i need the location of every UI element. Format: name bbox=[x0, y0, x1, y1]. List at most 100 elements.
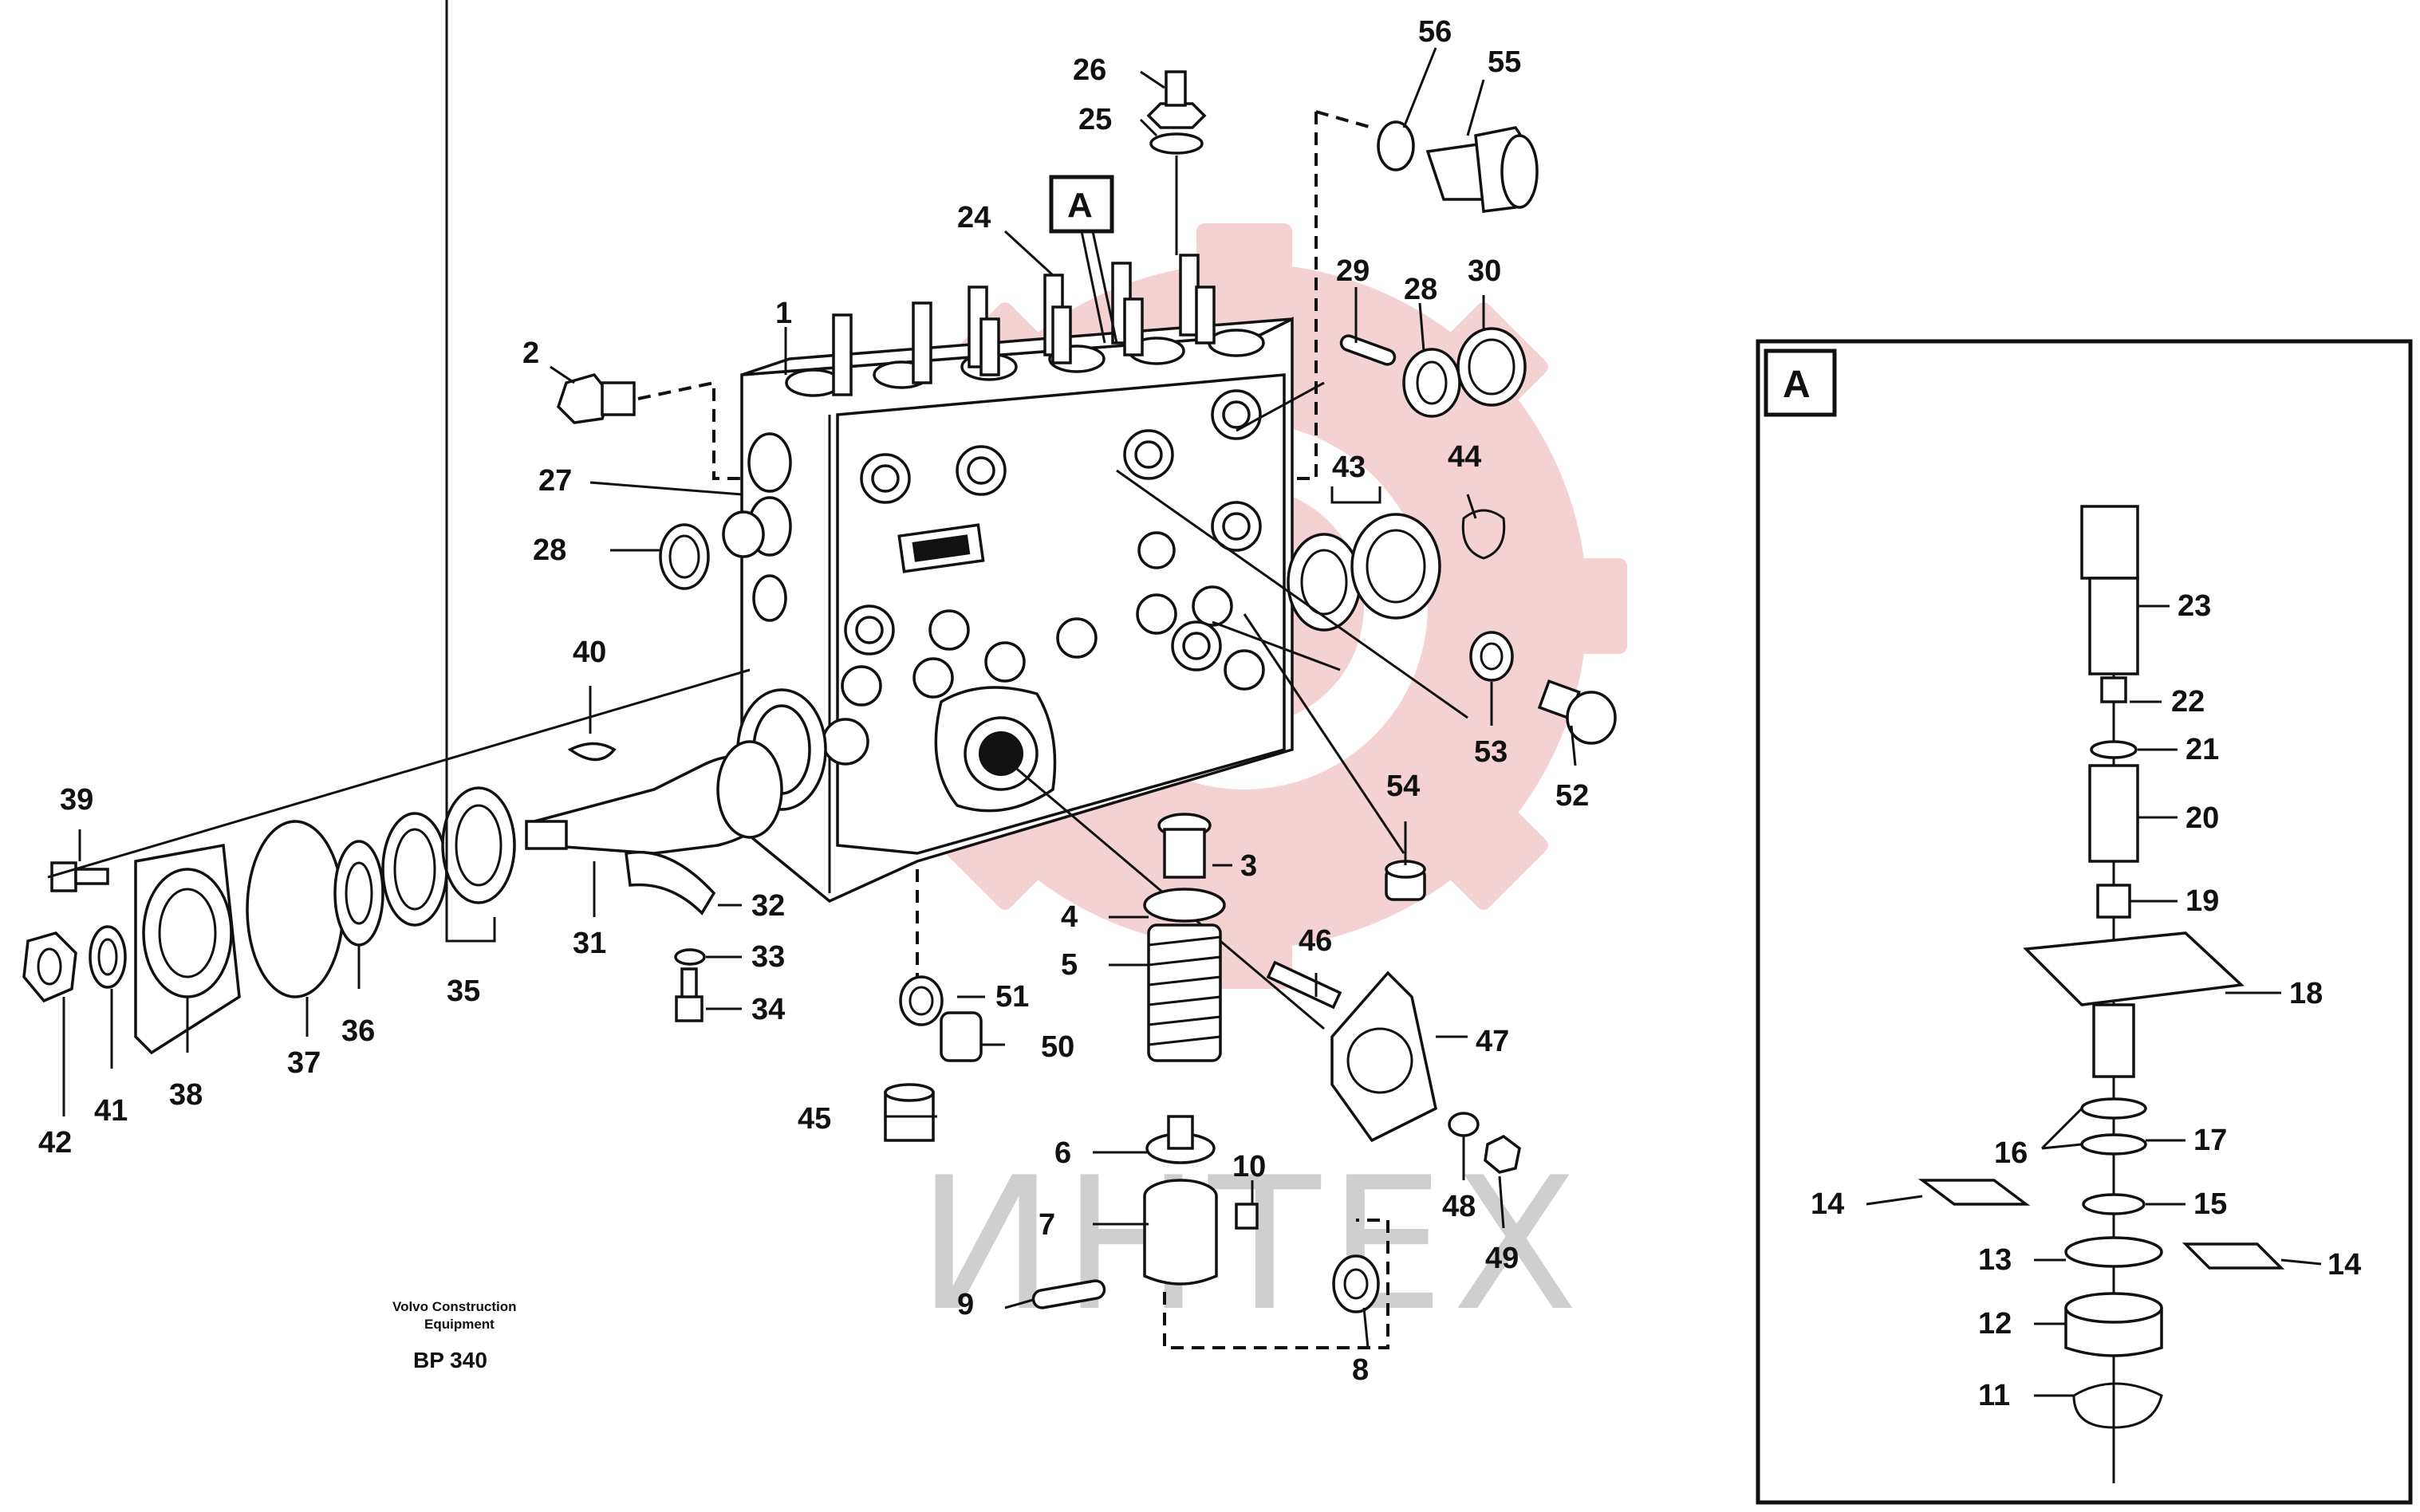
part-47-gasket bbox=[1330, 971, 1437, 1143]
callout-33: 33 bbox=[751, 940, 785, 974]
callout-46: 46 bbox=[1299, 924, 1332, 958]
callout-53: 53 bbox=[1474, 735, 1508, 769]
part-3-tappet-guide bbox=[1157, 813, 1212, 879]
part-35-bearing bbox=[381, 786, 516, 927]
part-50-plug bbox=[940, 1011, 983, 1062]
part-5-spring bbox=[1147, 923, 1222, 1062]
callout-26: 26 bbox=[1073, 53, 1106, 87]
part-6-lower-seat bbox=[1145, 1115, 1216, 1164]
callout-49: 49 bbox=[1485, 1242, 1519, 1275]
callout-6: 6 bbox=[1054, 1136, 1071, 1170]
assembly-link-8 bbox=[1163, 1219, 1389, 1349]
callout-36: 36 bbox=[341, 1014, 375, 1048]
callout-40: 40 bbox=[573, 636, 606, 669]
part-44-clip bbox=[1461, 509, 1506, 560]
callouts: 1 2 3 4 5 6 7 8 9 10 11 12 13 14 14 15 1… bbox=[38, 15, 2361, 1412]
part-7-roller-tappet bbox=[1143, 1179, 1218, 1286]
part-45-sleeve bbox=[884, 1083, 935, 1142]
callout-8: 8 bbox=[1352, 1353, 1369, 1387]
callout-17: 17 bbox=[2193, 1124, 2227, 1157]
callout-48: 48 bbox=[1442, 1190, 1476, 1223]
part-55-connector bbox=[1425, 126, 1539, 213]
callout-47: 47 bbox=[1476, 1025, 1509, 1058]
callout-29: 29 bbox=[1336, 254, 1370, 288]
callout-56: 56 bbox=[1418, 15, 1452, 49]
caption-block: Volvo Construction Equipment BP 340 bbox=[392, 1299, 517, 1372]
part-4-spring-seat bbox=[1143, 888, 1226, 923]
callout-55: 55 bbox=[1488, 45, 1521, 79]
pump-housing bbox=[736, 254, 1294, 904]
leader-lines bbox=[62, 0, 2322, 1397]
part-52-bolt bbox=[1537, 679, 1617, 745]
assembly-link-top bbox=[1292, 112, 1318, 480]
callout-2: 2 bbox=[522, 337, 539, 370]
callout-37: 37 bbox=[287, 1046, 321, 1080]
callout-25: 25 bbox=[1078, 103, 1112, 136]
callout-52: 52 bbox=[1555, 779, 1589, 813]
part-32-segment bbox=[625, 850, 716, 915]
callout-30: 30 bbox=[1468, 254, 1501, 288]
callout-51: 51 bbox=[995, 980, 1029, 1014]
part-34-screw bbox=[675, 967, 704, 1022]
callout-43: 43 bbox=[1332, 451, 1366, 484]
callout-38: 38 bbox=[169, 1078, 203, 1112]
callout-31: 31 bbox=[573, 927, 606, 960]
callout-12: 12 bbox=[1978, 1307, 2012, 1341]
part-51-ring bbox=[899, 975, 944, 1026]
callout-14a: 14 bbox=[1811, 1187, 1844, 1221]
part-46-bolt bbox=[1266, 960, 1342, 1010]
part-42-nut bbox=[22, 931, 77, 1003]
callout-24: 24 bbox=[957, 201, 991, 234]
callout-21: 21 bbox=[2185, 733, 2219, 766]
part-31-camshaft bbox=[525, 740, 783, 855]
part-8-roller bbox=[1332, 1254, 1380, 1313]
detail-a-label: A bbox=[1783, 364, 1811, 406]
callout-32: 32 bbox=[751, 889, 785, 923]
callout-50: 50 bbox=[1041, 1030, 1074, 1064]
part-43-bearing bbox=[1287, 513, 1441, 632]
part-29-pin bbox=[1339, 334, 1397, 366]
callout-4: 4 bbox=[1061, 900, 1078, 934]
detail-marker-a-label: A bbox=[1067, 186, 1093, 225]
watermark-text: ИНТЕХ bbox=[917, 1139, 1586, 1352]
callout-45: 45 bbox=[798, 1102, 831, 1136]
part-36-seal bbox=[333, 840, 384, 947]
part-10-screw bbox=[1235, 1203, 1259, 1230]
part-25-washer bbox=[1149, 132, 1204, 155]
part-49-nut bbox=[1484, 1134, 1521, 1174]
part-9-pin bbox=[1031, 1279, 1106, 1309]
part-28b-plate bbox=[659, 523, 710, 590]
caption-sub: Equipment bbox=[424, 1317, 495, 1332]
detail-a-panel: A bbox=[1756, 339, 2413, 1505]
callout-35: 35 bbox=[447, 975, 480, 1008]
part-27-dowel bbox=[722, 510, 765, 558]
part-30-ring bbox=[1456, 327, 1527, 407]
part-28-coupling bbox=[1402, 348, 1461, 418]
callout-41: 41 bbox=[94, 1094, 128, 1128]
part-38-flange bbox=[134, 843, 241, 1055]
callout-13: 13 bbox=[1978, 1243, 2012, 1277]
callout-27: 27 bbox=[538, 464, 572, 498]
callout-15: 15 bbox=[2193, 1187, 2227, 1221]
callout-5: 5 bbox=[1061, 948, 1078, 982]
callout-23: 23 bbox=[2178, 589, 2211, 623]
part-54-plug bbox=[1385, 860, 1426, 901]
assembly-link-2 bbox=[637, 380, 742, 480]
callout-22: 22 bbox=[2171, 685, 2205, 719]
callout-16: 16 bbox=[1994, 1136, 2028, 1170]
callout-14b: 14 bbox=[2327, 1248, 2361, 1282]
callout-11: 11 bbox=[1978, 1379, 2010, 1412]
caption-company: Volvo Construction bbox=[392, 1299, 517, 1314]
callout-20: 20 bbox=[2185, 801, 2219, 835]
caption-code: BP 340 bbox=[413, 1348, 487, 1372]
part-26-nut bbox=[1146, 70, 1207, 129]
part-48-washer bbox=[1448, 1112, 1480, 1137]
callout-9: 9 bbox=[957, 1288, 974, 1321]
callout-28a: 28 bbox=[1404, 273, 1437, 306]
part-2-plug bbox=[556, 372, 636, 424]
callout-44: 44 bbox=[1448, 440, 1481, 474]
part-37-oring bbox=[246, 820, 345, 998]
callout-54: 54 bbox=[1386, 770, 1420, 803]
part-56-seal bbox=[1377, 120, 1415, 171]
